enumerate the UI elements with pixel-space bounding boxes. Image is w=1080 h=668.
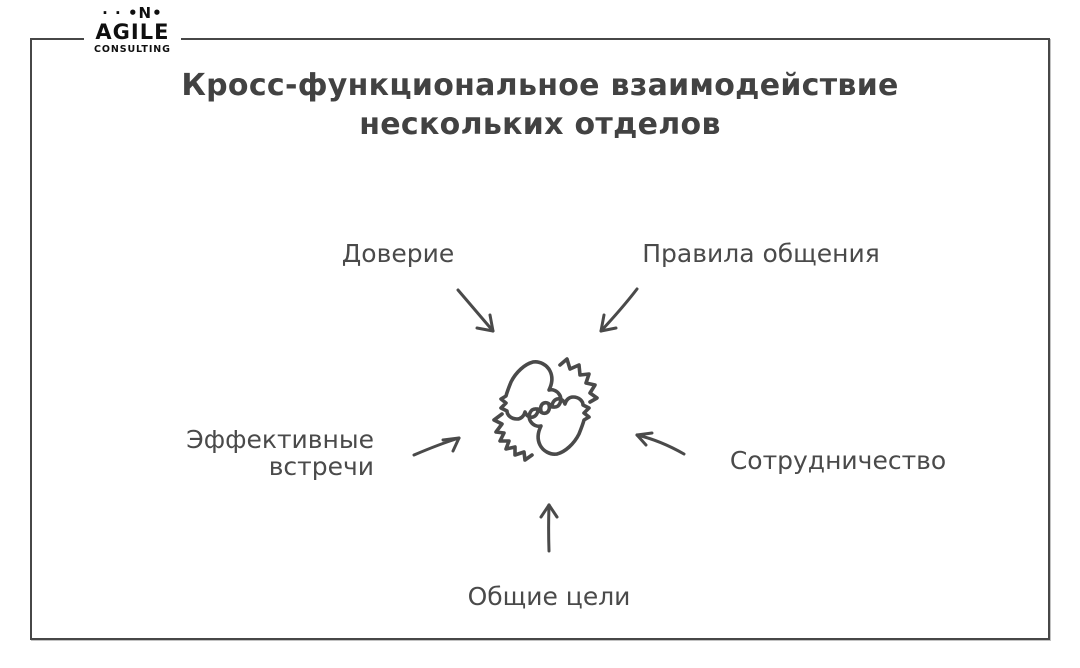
label-effective-meetings-line2: встречи xyxy=(268,452,374,481)
label-communication-rules: Правила общения xyxy=(642,239,880,268)
slide-title: Кросс-функциональное взаимодействие неск… xyxy=(30,66,1050,144)
arrow-collaboration-to-center-icon xyxy=(635,431,686,456)
label-effective-meetings: Эффективные встречи xyxy=(186,426,374,480)
agile-consulting-logo: · · •N• AGILE CONSULTING xyxy=(84,3,181,59)
slide-title-line1: Кросс-функциональное взаимодействие xyxy=(181,68,899,103)
label-effective-meetings-line1: Эффективные xyxy=(186,425,374,454)
arrow-rules-to-center-icon xyxy=(599,287,639,333)
label-common-goals: Общие цели xyxy=(467,582,631,611)
label-trust: Доверие xyxy=(341,239,455,268)
label-collaboration: Сотрудничество xyxy=(729,446,947,475)
logo-name: AGILE xyxy=(95,20,170,44)
arrow-trust-to-center-icon xyxy=(456,288,495,333)
slide-frame xyxy=(30,38,1050,640)
hands-together-icon xyxy=(492,357,599,462)
arrow-meetings-to-center-icon xyxy=(412,436,461,457)
logo-tagline: CONSULTING xyxy=(94,44,171,55)
logo-dots-mark: · · •N• xyxy=(102,4,163,22)
arrow-goals-to-center-icon xyxy=(539,503,559,553)
slide-title-line2: нескольких отделов xyxy=(359,107,721,142)
